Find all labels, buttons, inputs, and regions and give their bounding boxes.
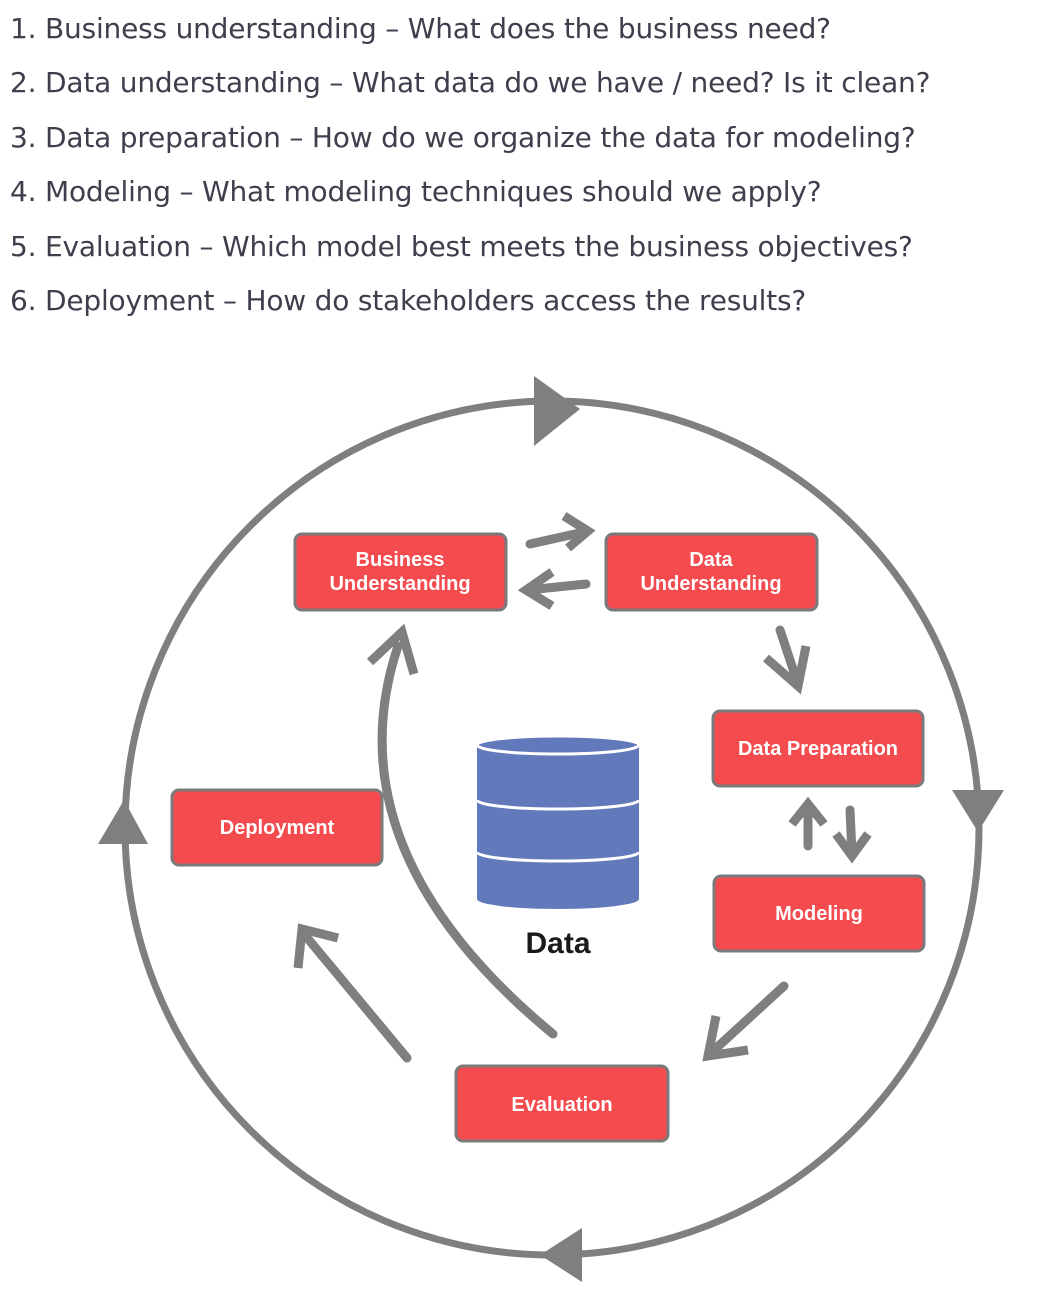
modeling-to-preparation-arrowhead-icon <box>788 796 828 827</box>
inner-arc-arrow <box>377 641 558 1039</box>
evaluation-box: Evaluation <box>454 1064 670 1143</box>
modeling-to-evaluation-arrow <box>707 981 789 1057</box>
evaluation-to-deployment-arrowhead-icon <box>293 923 340 969</box>
deployment-label: Deployment <box>220 817 335 839</box>
modeling-box: Modeling <box>712 874 926 953</box>
data-to-business-arrowhead-icon <box>517 568 555 610</box>
outer-arrow-left-icon <box>98 800 148 844</box>
business-to-data-arrowhead-icon <box>561 512 596 552</box>
deployment-box: Deployment <box>170 788 384 867</box>
data-understanding-box: Data Understanding <box>604 532 819 612</box>
preparation-to-modeling-arrowhead-icon <box>832 831 872 864</box>
step-item: 6. Deployment – How do stakeholders acce… <box>10 283 807 317</box>
step-item: 1. Business understanding – What does th… <box>10 12 831 45</box>
business-understanding-label-line1: Business <box>356 549 445 571</box>
data-preparation-box: Data Preparation <box>711 709 925 788</box>
business-understanding-label-line2: Understanding <box>329 573 470 595</box>
business-to-data-arrow <box>525 527 589 549</box>
data-understanding-label-line1: Data <box>689 549 733 571</box>
step-item: 2. Data understanding – What data do we … <box>10 66 931 100</box>
crisp-dm-steps-list: 1. Business understanding – What does th… <box>10 6 930 332</box>
step-item: 5. Evaluation – Which model best meets t… <box>10 229 913 263</box>
evaluation-label: Evaluation <box>511 1094 612 1116</box>
outer-arrow-bottom-icon <box>540 1228 582 1282</box>
step-item: 3. Data preparation – How do we organize… <box>10 120 916 154</box>
preparation-to-modeling-arrow <box>845 805 857 859</box>
data-to-business-arrow <box>523 579 591 595</box>
evaluation-to-deployment-arrow <box>299 929 412 1063</box>
outer-arrow-right-icon <box>952 790 1004 832</box>
understanding-to-preparation-arrow <box>775 625 803 689</box>
understanding-to-preparation-arrowhead-icon <box>763 645 811 695</box>
center-data-label: Data <box>525 927 590 960</box>
outer-arrow-top-icon <box>534 376 580 446</box>
database-icon <box>475 734 641 909</box>
modeling-label: Modeling <box>775 903 863 925</box>
inner-arc-arrowhead-icon <box>366 623 419 676</box>
step-item: 4. Modeling – What modeling techniques s… <box>10 175 822 209</box>
data-preparation-label: Data Preparation <box>738 738 898 760</box>
business-understanding-box: Business Understanding <box>293 532 508 612</box>
modeling-to-evaluation-arrowhead-icon <box>702 1015 749 1062</box>
data-understanding-label-line2: Understanding <box>640 573 781 595</box>
